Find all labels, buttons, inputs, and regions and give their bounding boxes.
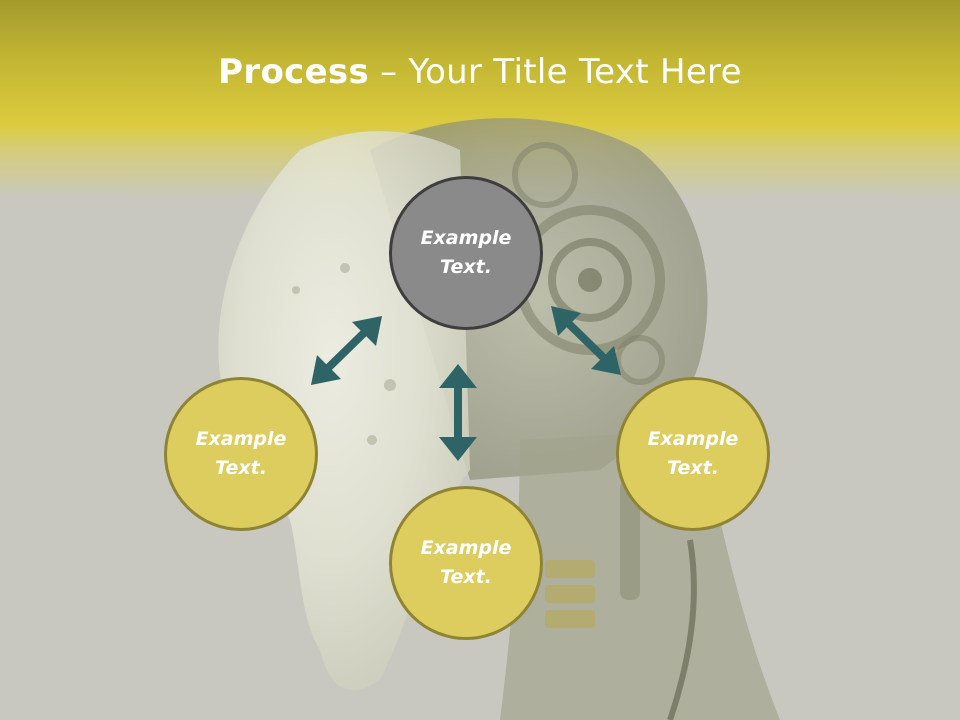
- node-text-line2: Text.: [667, 457, 719, 479]
- slide-title: Process – Your Title Text Here: [0, 52, 960, 92]
- node-text-line2: Text.: [215, 457, 267, 479]
- process-node-left: Example Text.: [164, 377, 318, 531]
- node-text-line1: Example: [647, 428, 739, 450]
- node-text-line2: Text.: [440, 256, 492, 278]
- node-text-line1: Example: [420, 227, 512, 249]
- node-text-line1: Example: [195, 428, 287, 450]
- title-bold: Process: [218, 52, 370, 92]
- node-text-line2: Text.: [440, 566, 492, 588]
- process-node-right: Example Text.: [616, 377, 770, 531]
- process-node-top: Example Text.: [389, 176, 543, 330]
- title-rest: – Your Title Text Here: [369, 52, 742, 92]
- process-node-bottom: Example Text.: [389, 486, 543, 640]
- node-text-line1: Example: [420, 537, 512, 559]
